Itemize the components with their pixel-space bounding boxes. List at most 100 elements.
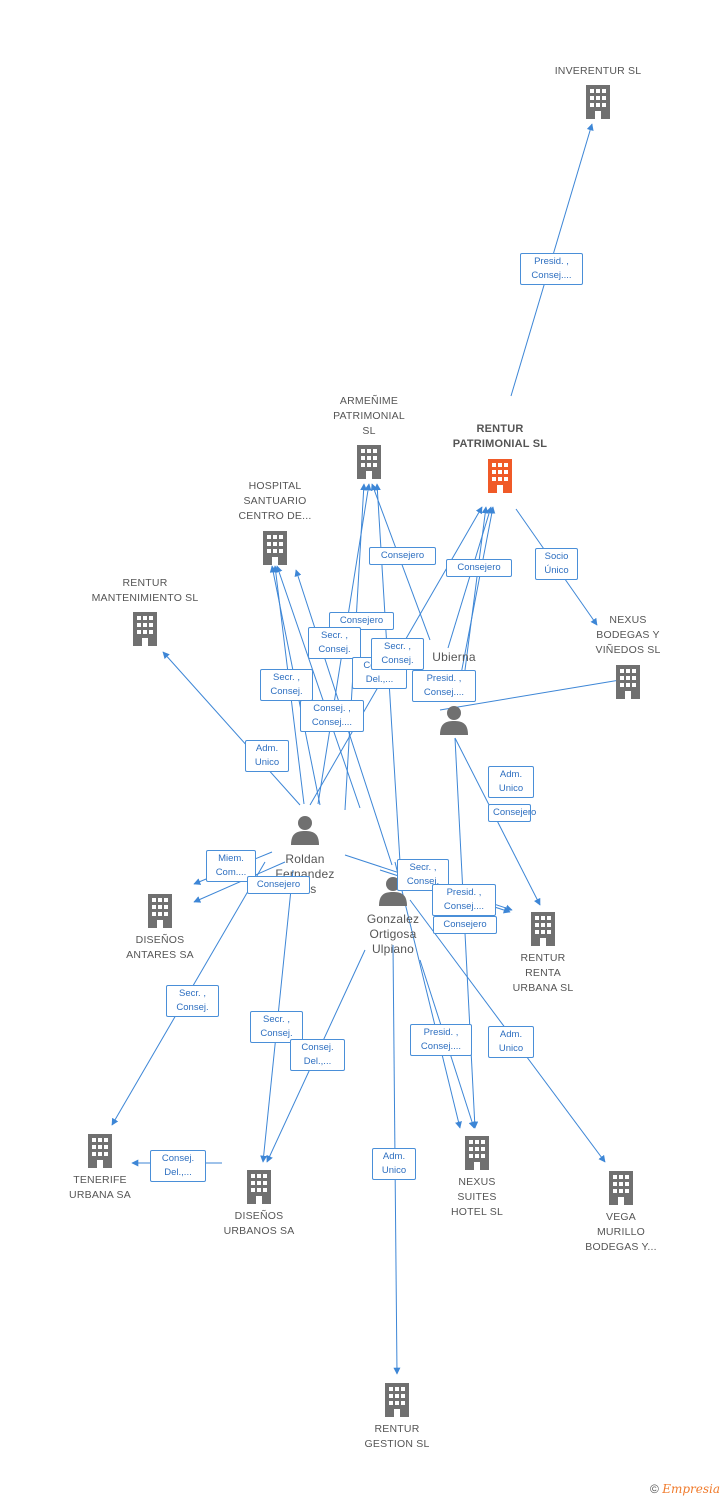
edge-label-text: Secr. ,: [263, 1014, 290, 1025]
edge-label[interactable]: Adm.Unico: [488, 766, 534, 798]
company-label-disenos_antares-line: DISEÑOS: [135, 934, 185, 946]
person-label-gonzalez-line: Gonzalez: [366, 912, 420, 926]
company-label-tenerife-line: URBANA SA: [69, 1189, 131, 1201]
edge-label[interactable]: Adm. Unico: [488, 1026, 534, 1058]
building-icon[interactable]: [586, 85, 610, 119]
building-icon[interactable]: [357, 445, 381, 479]
edge-label[interactable]: Consej.Del.,...: [150, 1150, 206, 1182]
edge-label-text: Del.,...: [303, 1056, 332, 1067]
edge-label-text: Unico: [498, 1043, 524, 1054]
edge-label[interactable]: Presid. ,Consej....: [410, 1024, 472, 1056]
edge-label-text: Consejero: [339, 615, 384, 626]
edge-label-text: Consejero: [443, 919, 487, 930]
company-label-rentur_patrimonial-line: PATRIMONIAL SL: [452, 438, 548, 450]
person-icon[interactable]: [440, 706, 468, 735]
building-icon[interactable]: [531, 912, 555, 946]
edge-label-text: Miem.: [218, 853, 244, 864]
building-icon[interactable]: [263, 531, 287, 565]
edge-label[interactable]: Secr. ,Consej.: [250, 1011, 303, 1043]
edge-label[interactable]: Consejero: [446, 559, 512, 577]
company-label-rentur_renta-line: URBANA SL: [512, 982, 574, 994]
edge-line: [275, 565, 361, 809]
company-label-nexus_suites-line: SUITES: [457, 1191, 497, 1203]
watermark[interactable]: © Empresia: [650, 1482, 720, 1496]
edge-label[interactable]: Secr. , Consej.: [166, 985, 219, 1017]
building-icon[interactable]: [385, 1383, 409, 1417]
edge-label[interactable]: Secr. ,Consej.: [260, 669, 313, 701]
company-label-rentur_renta-line: RENTA: [525, 967, 561, 979]
edge-line: [193, 861, 286, 903]
edge-label-text: Consejero: [256, 879, 301, 890]
company-label-armenime-line: ARMEÑIME: [339, 395, 399, 407]
edge-label[interactable]: Consej.Del.,...: [290, 1039, 345, 1071]
company-label-nexus_bodegas-line: BODEGAS Y: [596, 629, 660, 641]
edge-line: [447, 506, 493, 649]
company-label-disenos_antares-line: ANTARES SA: [126, 949, 194, 961]
edge-label-text: Consej....: [420, 1041, 462, 1052]
company-label-hospital-line: HOSPITAL: [248, 480, 302, 492]
edge-label-text: Consejero: [493, 807, 537, 818]
person-label-ubierna: Ubierna: [432, 650, 475, 665]
company-label-vega-line: MURILLO: [596, 1226, 646, 1238]
edge-label[interactable]: Consejero: [369, 547, 436, 565]
building-icon[interactable]: [616, 665, 640, 699]
company-label-rentur_gestion-line: GESTION SL: [364, 1438, 430, 1450]
company-label-nexus_bodegas-line: NEXUS: [609, 614, 647, 626]
edge-label[interactable]: Consejero: [488, 804, 537, 822]
person-label-gonzalez-line: Ulpiano: [371, 942, 415, 956]
edge-label[interactable]: Presid. ,Consej....: [520, 253, 583, 285]
edge-label[interactable]: Consejero: [329, 612, 394, 630]
edge-label[interactable]: Secr. ,Consej.: [308, 627, 361, 659]
person-label-gonzalez-line: Ortigosa: [369, 927, 417, 941]
edge-label[interactable]: Adm.Unico: [372, 1148, 416, 1180]
company-label-hospital-line: SANTUARIO: [243, 495, 307, 507]
edge-label[interactable]: Adm.Unico: [245, 740, 289, 772]
company-label-nexus_suites-line: HOTEL SL: [451, 1206, 503, 1218]
company-label-nexus_suites-line: NEXUS: [458, 1176, 496, 1188]
edge-label-text: Adm.: [499, 1029, 523, 1040]
edge-label-text: Consej. ,: [313, 703, 351, 714]
company-label-inverentur: INVERENTUR SL: [555, 64, 642, 79]
edge-label-text: Presid. ,: [426, 673, 462, 684]
building-icon[interactable]: [88, 1134, 112, 1168]
edge-label[interactable]: Secr. ,Consej.: [371, 638, 424, 670]
edge-label-text: Secr. ,: [273, 672, 300, 683]
edge-label-text: Consej.: [381, 655, 414, 666]
edge-line: [394, 861, 462, 1129]
edge-label-text: Consej.: [176, 1002, 209, 1013]
company-label-rentur_mant-line: RENTUR: [122, 577, 168, 589]
edge-label[interactable]: Consejero: [433, 916, 497, 934]
edge-label-text: Secr. ,: [179, 988, 206, 999]
edge-label[interactable]: Consejero: [247, 876, 310, 894]
building-icon[interactable]: [247, 1170, 271, 1204]
person-icon[interactable]: [291, 816, 319, 845]
person-label-roldan-line: Roldan: [285, 852, 325, 866]
edge-label-text: Consej.: [318, 644, 351, 655]
building-icon[interactable]: [465, 1136, 489, 1170]
building-icon[interactable]: [133, 612, 157, 646]
edge-label-text: Unico: [254, 757, 280, 768]
edge-label[interactable]: Presid. ,Consej....: [432, 884, 496, 916]
edge-label-text: Adm.: [499, 769, 523, 780]
person-label-ubierna-line: Ubierna: [432, 650, 476, 664]
edge-label[interactable]: Presid. ,Consej....: [412, 670, 476, 702]
building-icon[interactable]: [609, 1171, 633, 1205]
edge-label-text: Del.,...: [164, 1167, 192, 1178]
brand-logo: Empresia: [662, 1482, 720, 1496]
edge-label-text: Presid. ,: [446, 887, 482, 898]
company-label-armenime-line: PATRIMONIAL: [333, 410, 405, 422]
building-icon[interactable]: [148, 894, 172, 928]
company-label-tenerife-line: TENERIFE: [73, 1174, 127, 1186]
edge-label-text: Consej.: [406, 876, 440, 887]
company-label-disenos_urbanos-line: DISEÑOS: [234, 1210, 284, 1222]
edge-label-text: Socio: [544, 551, 569, 562]
edge-label[interactable]: Consej. , Consej....: [300, 700, 364, 732]
building-icon[interactable]: [488, 459, 512, 493]
edge-label-text: Consej....: [311, 717, 353, 728]
